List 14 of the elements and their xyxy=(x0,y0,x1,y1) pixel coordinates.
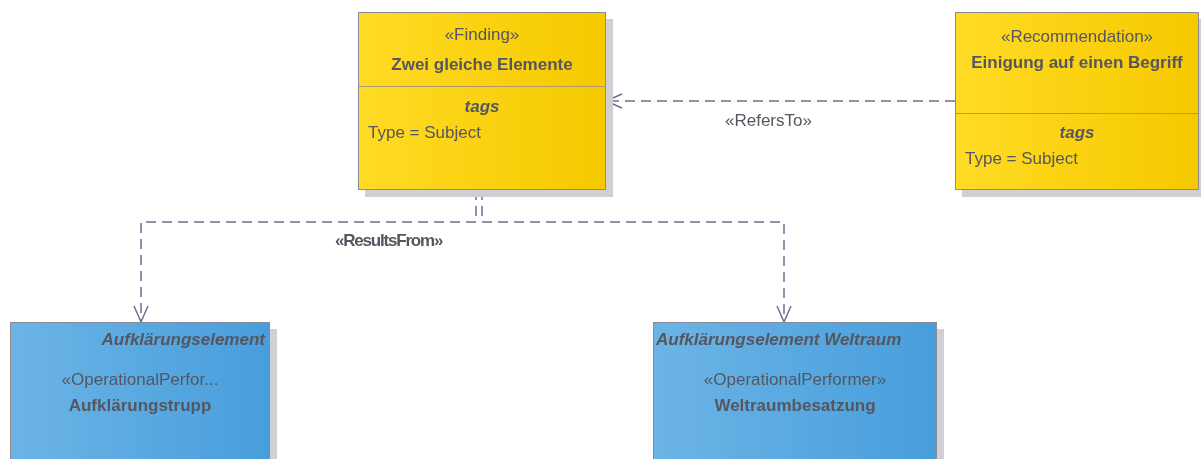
role-name: Aufklärungselement Weltraum xyxy=(656,329,902,351)
stereotype-text: «Finding» xyxy=(443,24,521,46)
element-name: Zwei gleiche Elemente xyxy=(390,54,574,76)
stereotype-text: «OperationalPerfor... xyxy=(60,369,220,391)
element-name: Aufklärungstrupp xyxy=(67,395,213,417)
element-name: Weltraumbesatzung xyxy=(713,395,877,417)
stereotype-text: «OperationalPerformer» xyxy=(702,369,888,391)
role-name: Aufklärungselement xyxy=(101,329,265,351)
tag-value: Type = Subject xyxy=(965,148,1078,170)
stereotype-text: «Recommendation» xyxy=(999,26,1155,48)
tags-heading: tags xyxy=(1058,122,1096,144)
element-name: Einigung auf einen Begriff xyxy=(970,52,1184,74)
tags-heading: tags xyxy=(463,96,501,118)
tag-value: Type = Subject xyxy=(368,122,481,144)
